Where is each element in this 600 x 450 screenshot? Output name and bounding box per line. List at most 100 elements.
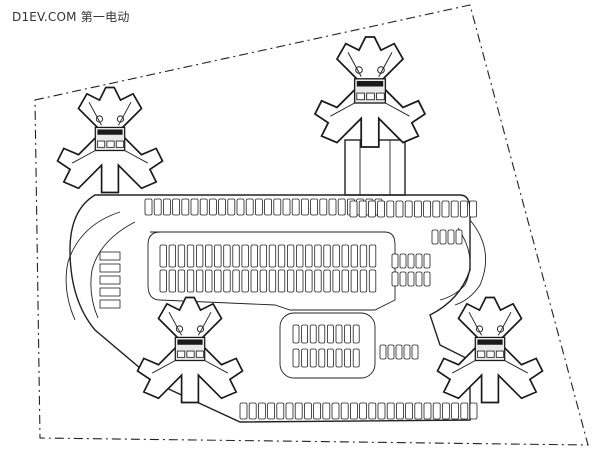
parking-stall: [310, 198, 319, 216]
parking-stall: [407, 271, 415, 287]
parking-stall: [387, 344, 395, 360]
parking-stall: [460, 402, 469, 420]
parking-stall: [301, 348, 309, 368]
parking-stall: [349, 402, 358, 420]
tower-northwest: [56, 86, 164, 194]
tower-south: [136, 296, 244, 404]
parking-stall: [367, 200, 376, 218]
parking-stall: [414, 402, 423, 420]
parking-stall: [153, 198, 162, 216]
parking-stall: [350, 269, 359, 293]
parking-stall: [301, 324, 309, 344]
parking-stall: [322, 402, 331, 420]
parking-stall: [168, 269, 177, 293]
parking-stall: [335, 324, 343, 344]
parking-stall: [172, 198, 181, 216]
tower-north: [314, 36, 426, 148]
parking-stall: [404, 200, 413, 218]
parking-stall: [309, 324, 317, 344]
parking-stall: [214, 244, 222, 268]
parking-stall: [352, 324, 360, 344]
parking-stall: [391, 271, 399, 287]
parking-stall: [340, 402, 349, 420]
parking-stall: [332, 244, 340, 268]
parking-stall: [318, 324, 326, 344]
parking-stall: [99, 275, 121, 285]
parking-stall: [350, 244, 359, 268]
parking-stall: [186, 244, 195, 268]
parking-stall: [236, 198, 245, 216]
parking-stall: [277, 244, 286, 268]
parking-stall: [415, 271, 423, 287]
parking-stall: [349, 200, 358, 218]
parking-stall: [352, 348, 360, 368]
parking-stall: [386, 200, 395, 218]
parking-stall: [413, 200, 422, 218]
parking-stall: [331, 402, 340, 420]
parking-stall: [305, 269, 313, 293]
parking-stall: [223, 244, 231, 268]
parking-stall: [403, 344, 411, 360]
parking-stall: [335, 348, 343, 368]
parking-stall: [314, 244, 322, 268]
parking-stall: [239, 402, 248, 420]
parking-stall: [318, 348, 326, 368]
parking-stall: [368, 269, 377, 293]
parking-stall: [358, 200, 367, 218]
parking-stall: [459, 200, 468, 218]
parking-stall: [259, 244, 268, 268]
parking-stall: [186, 269, 195, 293]
parking-stall: [99, 251, 121, 261]
parking-stall: [218, 198, 227, 216]
parking-stall: [232, 269, 240, 293]
parking-stall: [264, 198, 273, 216]
parking-stall: [205, 269, 213, 293]
parking-stall: [439, 229, 447, 245]
parking-stall: [341, 244, 349, 268]
parking-stall: [405, 402, 414, 420]
parking-stall: [208, 198, 217, 216]
parking-stall: [344, 348, 352, 368]
parking-stall: [450, 200, 459, 218]
parking-stall: [423, 271, 431, 287]
parking-stall: [455, 229, 463, 245]
parking-stall: [379, 344, 387, 360]
parking-stall: [223, 269, 231, 293]
parking-stall: [277, 269, 286, 293]
parking-stall: [399, 271, 407, 287]
parking-stall: [205, 244, 213, 268]
parking-stall: [447, 229, 455, 245]
parking-stall: [319, 198, 328, 216]
parking-stall: [323, 244, 331, 268]
parking-stall: [368, 244, 377, 268]
parking-stall: [276, 402, 285, 420]
parking-stall: [359, 402, 368, 420]
parking-stall: [162, 198, 171, 216]
parking-stall: [326, 324, 334, 344]
parking-stall: [232, 244, 240, 268]
parking-stall: [99, 287, 121, 297]
parking-stall: [190, 198, 199, 216]
parking-stall: [323, 269, 331, 293]
site-boundary: [34, 4, 589, 446]
parking-stall: [296, 244, 304, 268]
parking-stall: [399, 253, 407, 269]
parking-stall: [177, 244, 186, 268]
parking-stall: [267, 402, 276, 420]
parking-stall: [195, 244, 204, 268]
parking-stall: [411, 344, 419, 360]
parking-stall: [285, 402, 294, 420]
parking-stall: [377, 402, 386, 420]
parking-stall: [469, 402, 478, 420]
parking-stall: [195, 269, 204, 293]
parking-stall: [423, 402, 432, 420]
parking-stall: [214, 269, 222, 293]
watermark-text: D1EV.COM 第一电动: [12, 10, 130, 24]
parking-stall: [386, 402, 395, 420]
parking-stall: [431, 229, 439, 245]
parking-stall: [395, 344, 403, 360]
parking-stall: [144, 198, 153, 216]
parking-stall: [291, 198, 300, 216]
parking-stall: [314, 269, 322, 293]
